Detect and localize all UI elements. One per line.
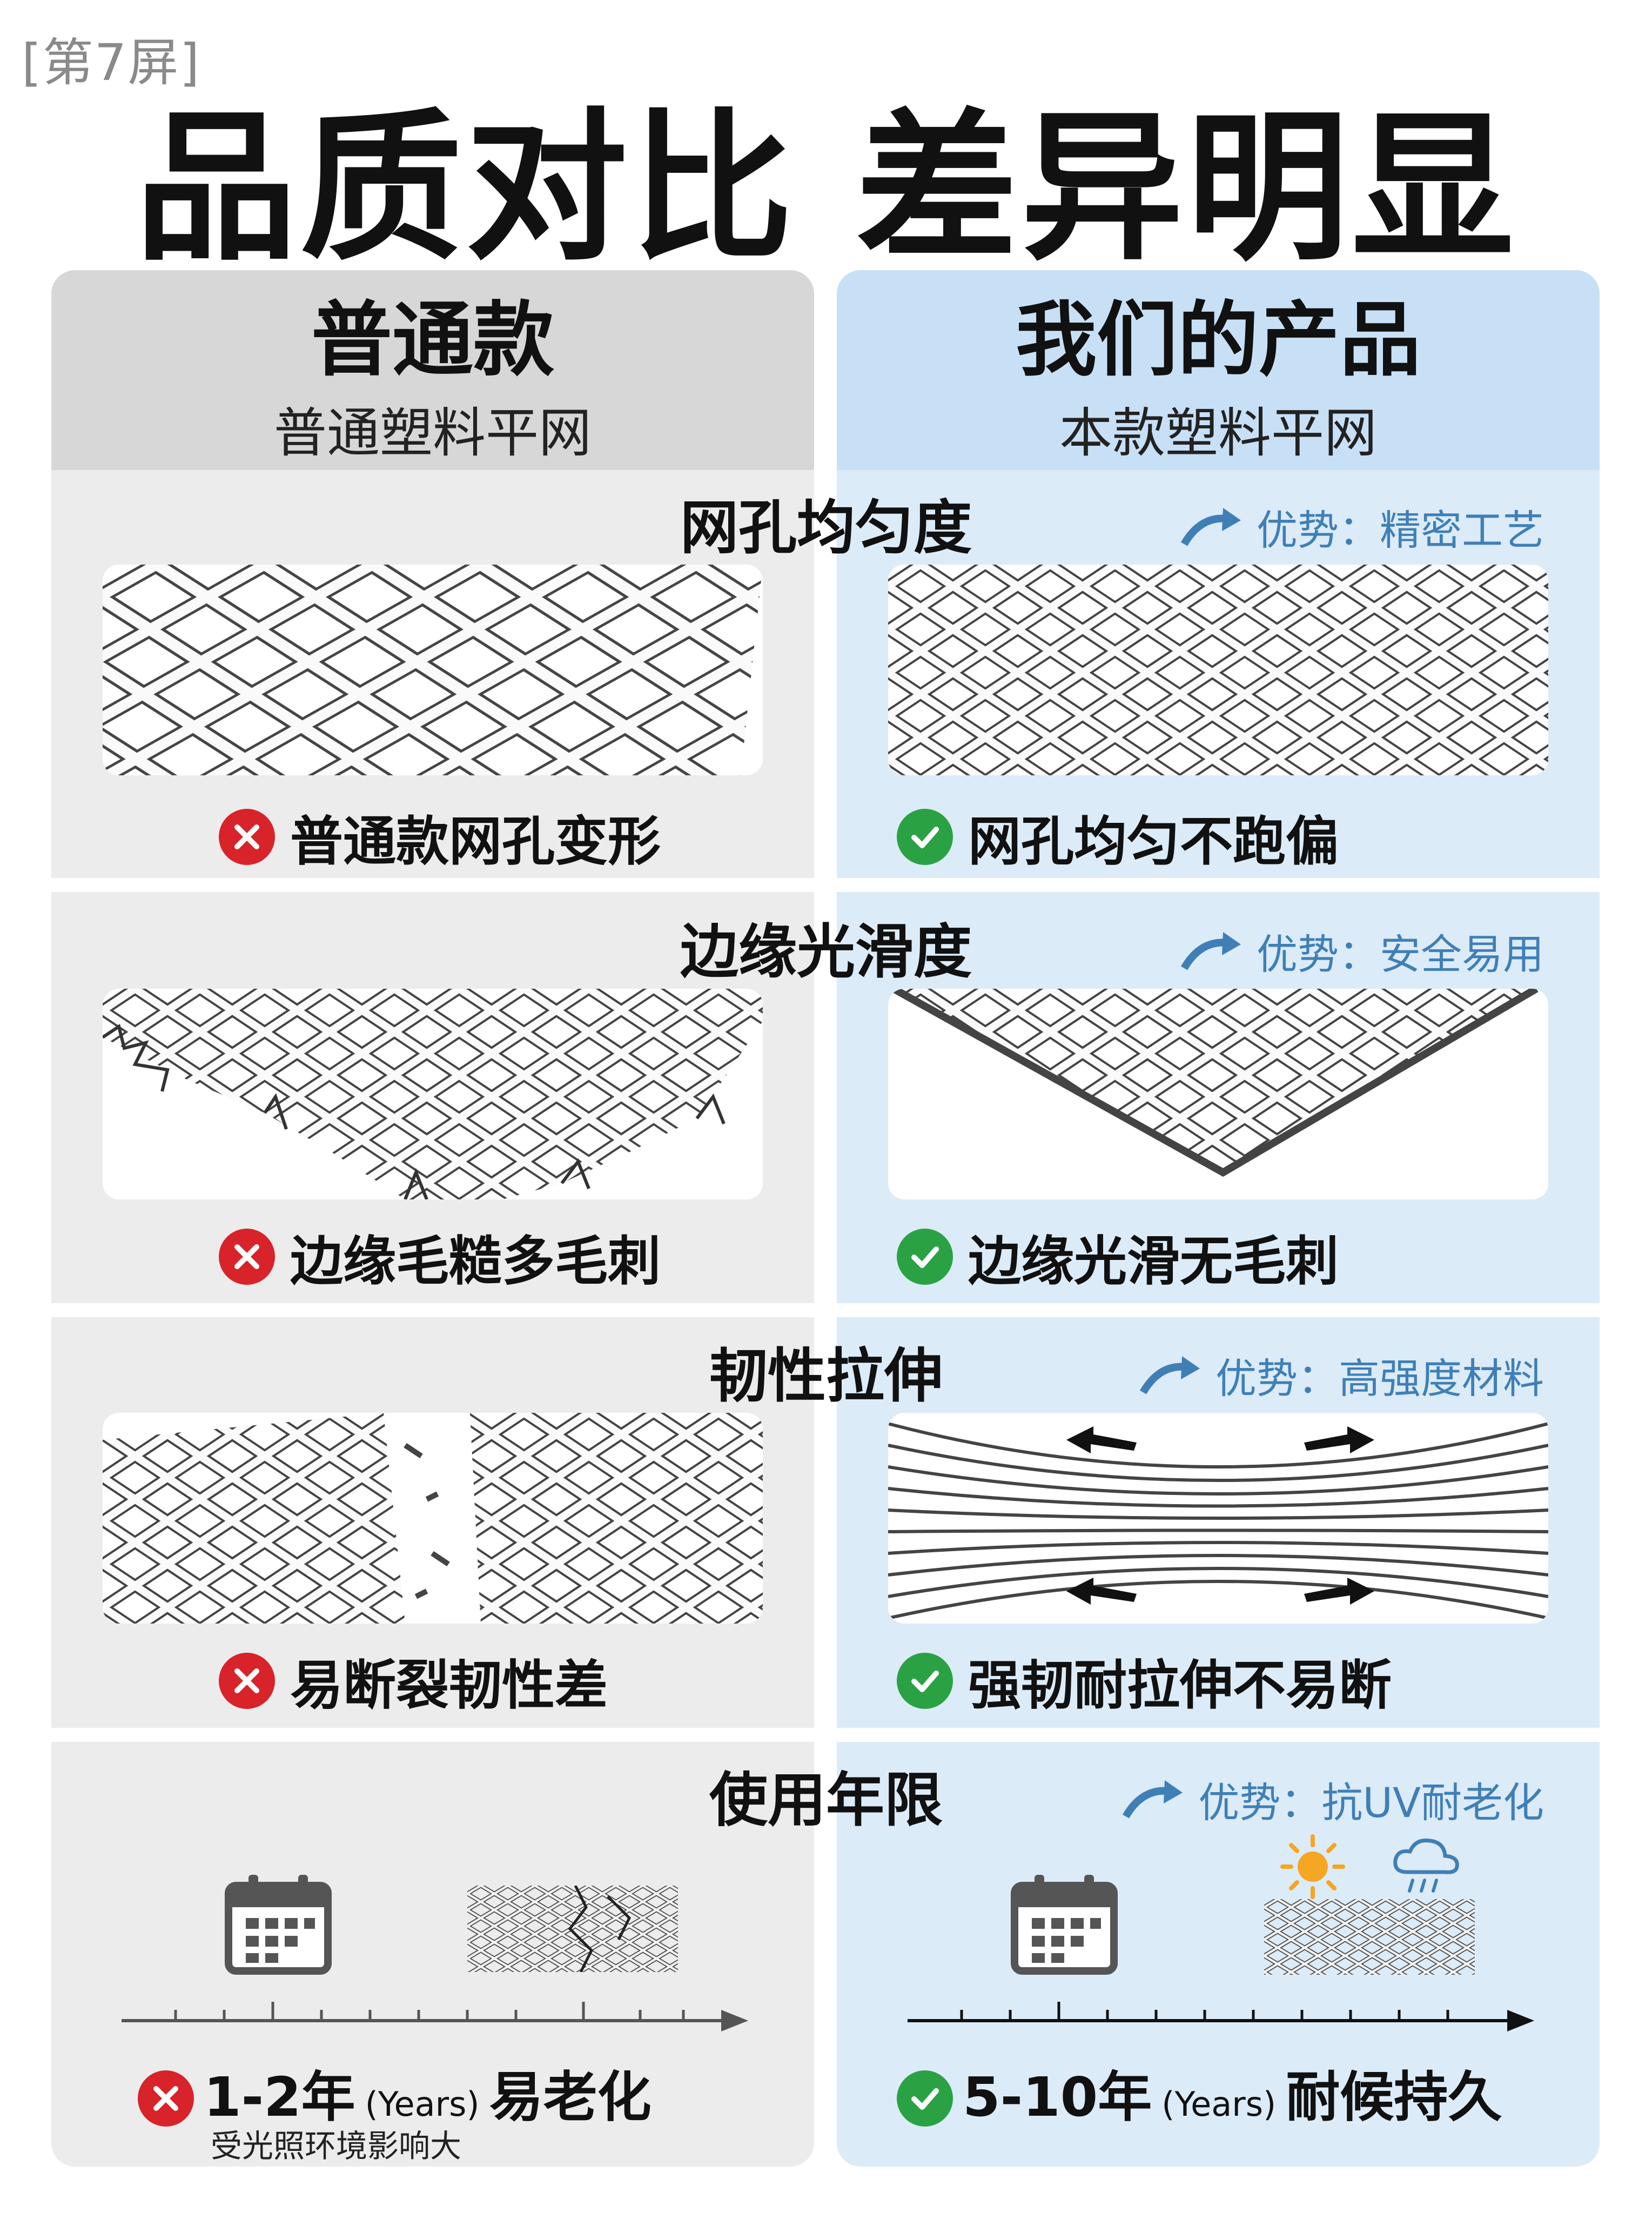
verdict-text: 易断裂韧性差: [290, 1655, 608, 1716]
section-title-toughness: 韧性拉伸: [709, 1343, 943, 1410]
section-divider: [51, 878, 1600, 892]
advantage-label: 优势：抗UV耐老化: [1198, 1779, 1544, 1827]
sun-icon: [1280, 1834, 1345, 1899]
advantage-edge-smoothness: 优势：安全易用: [1179, 921, 1544, 981]
timeline-right: [908, 2002, 1534, 2031]
section-title-mesh-uniformity: 网孔均匀度: [680, 494, 972, 562]
verdict-good-edge: 边缘光滑无毛刺: [897, 1218, 1339, 1295]
lifespan-good-label: 耐候持久: [1286, 2066, 1502, 2129]
x-circle-icon: [219, 809, 275, 865]
durable-mesh-icon: [1264, 1899, 1475, 1975]
left-column-subtitle: 普通塑料平网: [273, 403, 592, 464]
lifespan-good-unit: (Years): [1161, 2084, 1277, 2124]
verdict-text: 普通款网孔变形: [290, 811, 661, 873]
check-circle-icon: [897, 2070, 953, 2127]
lifespan-bad-note: 受光照环境影响大: [211, 2128, 462, 2164]
lifespan-bad-range: 1-2年: [204, 2066, 355, 2129]
verdict-bad-edge: 边缘毛糙多毛刺: [219, 1218, 661, 1295]
screen-tag: [第7屏]: [22, 33, 201, 92]
section-title-lifespan: 使用年限: [709, 1767, 943, 1834]
check-circle-icon: [897, 1653, 953, 1709]
section-divider: [51, 1303, 1600, 1317]
verdict-text: 边缘毛糙多毛刺: [290, 1231, 661, 1292]
page-title: 品质对比 差异明显: [135, 94, 1517, 283]
right-column-header: 我们的产品 本款塑料平网: [837, 270, 1600, 470]
right-column-title: 我们的产品: [1015, 293, 1421, 387]
x-circle-icon: [219, 1653, 275, 1709]
verdict-good-toughness: 强韧耐拉伸不易断: [897, 1642, 1392, 1719]
curved-arrow-icon: [1180, 932, 1241, 970]
advantage-label: 优势：精密工艺: [1257, 506, 1544, 554]
lifespan-bad: 1-2年 (Years) 易老化: [138, 2053, 652, 2131]
lifespan-good: 5-10年 (Years) 耐候持久: [897, 2053, 1502, 2131]
verdict-bad-mesh: 普通款网孔变形: [219, 799, 661, 875]
curved-arrow-icon: [1180, 508, 1241, 546]
check-circle-icon: [897, 809, 953, 865]
lifespan-bad-unit: (Years): [365, 2084, 480, 2124]
verdict-text: 边缘光滑无毛刺: [968, 1231, 1339, 1292]
mesh-image-deformed: [103, 565, 763, 775]
mesh-image-broken: [103, 1413, 763, 1624]
left-column-title: 普通款: [311, 293, 554, 387]
lifespan-good-range: 5-10年: [963, 2066, 1152, 2129]
verdict-text: 网孔均匀不跑偏: [968, 811, 1339, 873]
mesh-image-stretched: [888, 1413, 1548, 1624]
calendar-icon: [225, 1875, 332, 1975]
curved-arrow-icon: [1123, 1780, 1183, 1819]
timeline-left: [122, 2002, 748, 2031]
section-divider: [51, 1728, 1600, 1742]
rain-cloud-icon: [1393, 1838, 1459, 1893]
cracked-mesh-icon: [467, 1886, 678, 1972]
advantage-lifespan: 优势：抗UV耐老化: [1120, 1769, 1544, 1829]
advantage-label: 优势：高强度材料: [1216, 1354, 1544, 1403]
verdict-text: 强韧耐拉伸不易断: [968, 1655, 1392, 1716]
x-circle-icon: [219, 1229, 275, 1285]
verdict-bad-toughness: 易断裂韧性差: [219, 1642, 608, 1719]
lifespan-bad-label: 易老化: [489, 2066, 652, 2129]
check-circle-icon: [897, 1229, 953, 1285]
calendar-icon: [1011, 1875, 1118, 1975]
advantage-mesh-uniformity: 优势：精密工艺: [1179, 497, 1544, 556]
advantage-label: 优势：安全易用: [1257, 930, 1544, 978]
x-circle-icon: [138, 2070, 194, 2127]
verdict-good-mesh: 网孔均匀不跑偏: [897, 799, 1339, 875]
section-title-edge-smoothness: 边缘光滑度: [680, 918, 972, 986]
curved-arrow-icon: [1139, 1356, 1200, 1394]
mesh-image-uniform: [888, 565, 1548, 775]
advantage-toughness: 优势：高强度材料: [1138, 1345, 1544, 1405]
left-column-header: 普通款 普通塑料平网: [51, 270, 814, 470]
mesh-image-smooth-edge: [888, 989, 1548, 1199]
right-column-subtitle: 本款塑料平网: [1059, 403, 1377, 464]
mesh-image-rough-edge: [103, 989, 763, 1199]
